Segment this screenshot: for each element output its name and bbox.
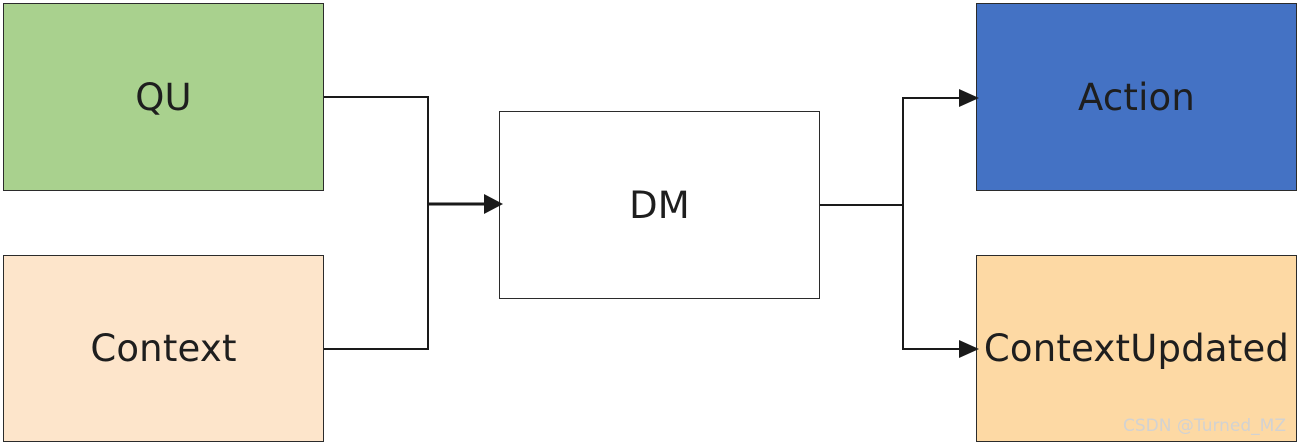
context-updated-box: ContextUpdated (976, 255, 1297, 442)
dm-box: DM (499, 111, 820, 299)
action-label: Action (1077, 75, 1196, 119)
edge-qu-to-dm (324, 96, 429, 204)
dm-label: DM (629, 183, 690, 227)
context-updated-label: ContextUpdated (983, 327, 1290, 370)
watermark: CSDN @Turned_MZ (1123, 416, 1286, 436)
qu-box: QU (3, 3, 324, 191)
context-box: Context (3, 255, 324, 442)
edge-dm-to-action (902, 97, 960, 205)
edge-dm-to-context-updated (902, 205, 960, 350)
qu-label: QU (135, 75, 192, 119)
action-box: Action (976, 3, 1297, 191)
edge-context-to-dm (324, 204, 429, 350)
context-label: Context (90, 327, 237, 370)
